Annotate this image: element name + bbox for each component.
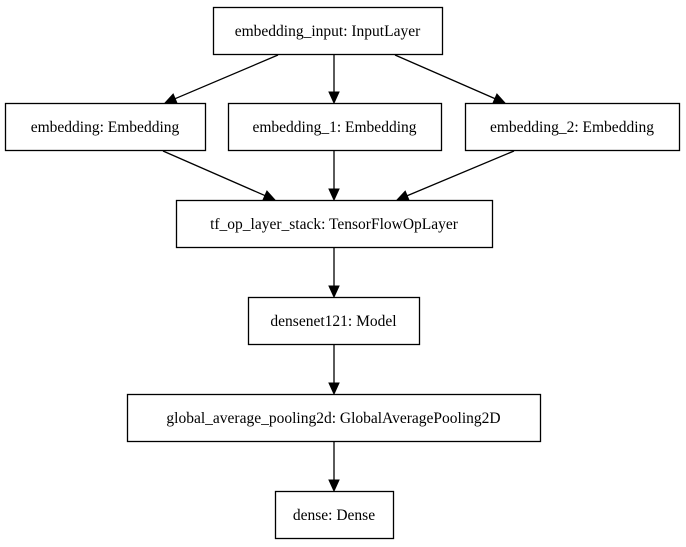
- node-box: [175, 199, 494, 249]
- node-label: embedding: Embedding: [31, 119, 180, 136]
- nodes-layer: embedding_input: InputLayer embedding: Em…: [4, 6, 681, 540]
- edge-embedding-input-to-embedding-2: [394, 54, 507, 104]
- node-global-average-pooling2d: global_average_pooling2d: GlobalAverageP…: [126, 393, 542, 443]
- arrowhead-icon: [262, 190, 277, 201]
- node-box: [126, 393, 542, 443]
- edge-embedding-input-to-embedding-1: [328, 55, 340, 105]
- node-box: [464, 102, 681, 152]
- node-box: [247, 296, 421, 346]
- edge-line: [406, 150, 515, 197]
- edge-line: [174, 54, 279, 100]
- node-label: dense: Dense: [293, 507, 375, 524]
- node-embedding-input: embedding_input: InputLayer: [212, 6, 444, 56]
- arrowhead-icon: [328, 479, 340, 493]
- edges-layer: [162, 54, 515, 493]
- node-box: [227, 102, 443, 152]
- arrowhead-icon: [395, 190, 410, 201]
- edge-embedding-1-to-tf-op-layer-stack: [328, 151, 340, 202]
- edge-embedding-input-to-embedding: [163, 54, 279, 104]
- node-label: embedding_2: Embedding: [490, 119, 654, 136]
- edge-line: [394, 54, 496, 100]
- edge-line: [162, 150, 266, 197]
- node-label: densenet121: Model: [270, 313, 396, 330]
- node-label: embedding_input: InputLayer: [235, 23, 421, 40]
- node-embedding-2: embedding_2: Embedding: [464, 102, 681, 152]
- node-box: [4, 102, 207, 152]
- node-dense: dense: Dense: [274, 490, 395, 540]
- arrowhead-icon: [328, 285, 340, 299]
- arrowhead-icon: [328, 382, 340, 396]
- node-densenet121: densenet121: Model: [247, 296, 421, 346]
- edge-densenet121-to-global-average-pooling2d: [328, 345, 340, 396]
- node-label: tf_op_layer_stack: TensorFlowOpLayer: [210, 216, 459, 233]
- edge-embedding-to-tf-op-layer-stack: [162, 150, 277, 201]
- arrowhead-icon: [163, 93, 178, 104]
- edge-global-average-pooling2d-to-dense: [328, 442, 340, 493]
- edge-embedding-2-to-tf-op-layer-stack: [395, 150, 515, 201]
- edge-tf-op-layer-stack-to-densenet121: [328, 248, 340, 299]
- arrowhead-icon: [328, 188, 340, 202]
- node-label: global_average_pooling2d: GlobalAverageP…: [166, 410, 500, 427]
- node-embedding: embedding: Embedding: [4, 102, 207, 152]
- node-box: [274, 490, 395, 540]
- node-embedding-1: embedding_1: Embedding: [227, 102, 443, 152]
- node-tf-op-layer-stack: tf_op_layer_stack: TensorFlowOpLayer: [175, 199, 494, 249]
- node-label: embedding_1: Embedding: [252, 119, 416, 136]
- arrowhead-icon: [328, 91, 340, 105]
- node-box: [212, 6, 444, 56]
- arrowhead-icon: [492, 93, 507, 104]
